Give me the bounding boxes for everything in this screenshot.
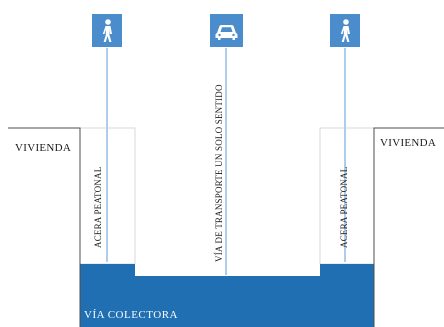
car-icon [210, 14, 243, 47]
via-center-label: VÍA DE TRANSPORTE UN SOLO SENTIDO [214, 84, 224, 262]
ground-profile-left [8, 127, 81, 327]
pedestrian-icon [92, 14, 122, 47]
pedestrian-icon [330, 14, 360, 47]
via-colectora-label: VÍA COLECTORA [84, 309, 178, 321]
ground-profile-right [373, 127, 444, 327]
acera-left-label: ACERA PEATONAL [93, 167, 103, 248]
acera-right-label: ACERA PEATONAL [339, 167, 349, 248]
vivienda-right-label: VIVIENDA [380, 137, 436, 149]
via-colectora-area [80, 264, 374, 327]
vivienda-left-label: VIVIENDA [15, 142, 71, 154]
